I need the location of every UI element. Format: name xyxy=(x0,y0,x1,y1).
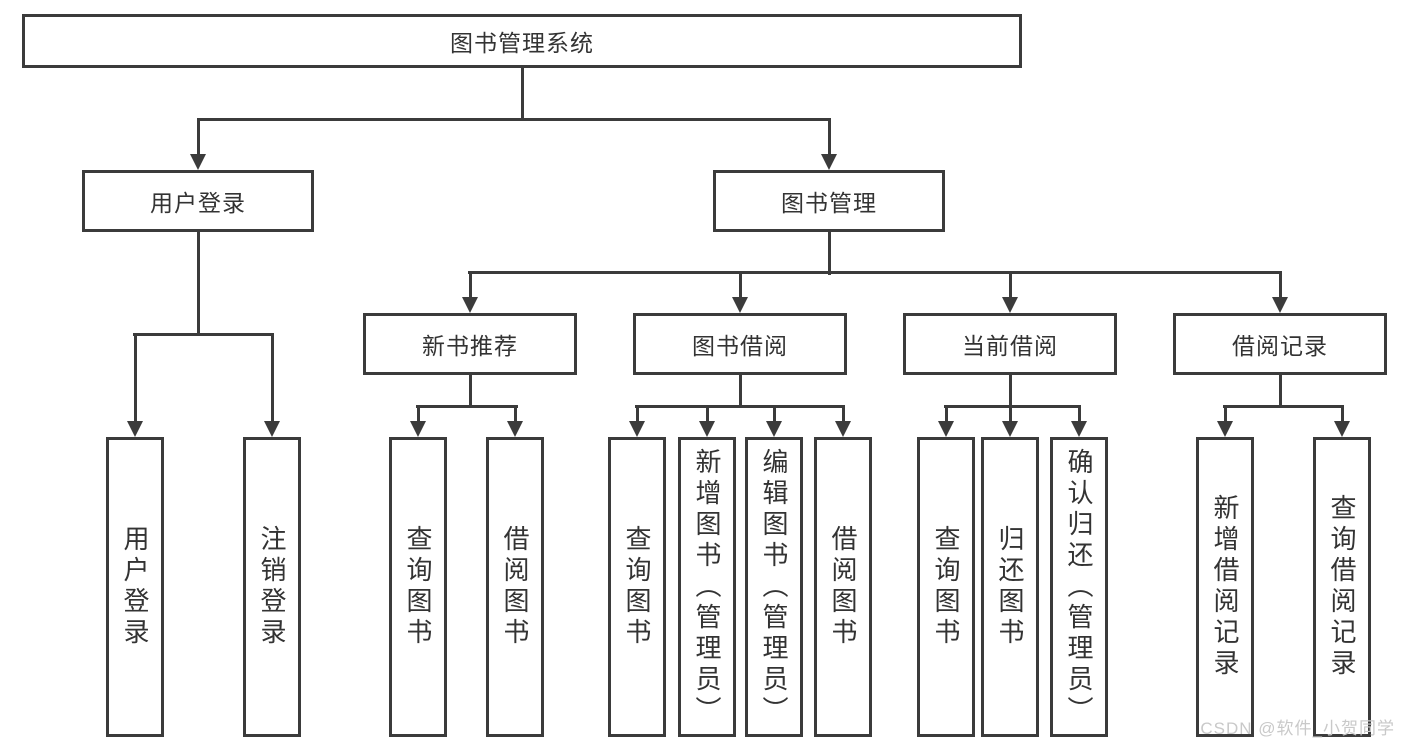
connector-borrow-records-bar xyxy=(1223,405,1344,408)
node-borrow-records: 借阅记录 xyxy=(1173,313,1387,375)
connector-user-login-drop-2 xyxy=(271,333,274,423)
leaf-logout-label: 注销登录 xyxy=(257,525,287,649)
leaf-bb-borrow-books-label: 借阅图书 xyxy=(828,525,858,649)
connector-root-drop-book-mgmt xyxy=(828,118,831,156)
node-book-borrow-label: 图书借阅 xyxy=(692,333,788,359)
leaf-user-login: 用户登录 xyxy=(106,437,164,737)
connector-user-login-drop-1 xyxy=(134,333,137,423)
connector-book-borrow-bar xyxy=(635,405,845,408)
connector-new-book-rec-drop-2 xyxy=(514,405,517,423)
leaf-logout: 注销登录 xyxy=(243,437,301,737)
leaf-cb-confirm-return: 确认归还（管理员） xyxy=(1050,437,1108,737)
arrow-down-icon xyxy=(1217,421,1233,437)
arrow-down-icon xyxy=(766,421,782,437)
connector-book-mgmt-drop-2 xyxy=(739,271,742,299)
connector-borrow-records-stem xyxy=(1279,374,1282,407)
leaf-br-add-record: 新增借阅记录 xyxy=(1196,437,1254,737)
arrow-down-icon xyxy=(1071,421,1087,437)
connector-new-book-rec-bar xyxy=(416,405,518,408)
arrow-down-icon xyxy=(190,154,206,170)
connector-book-borrow-drop-1 xyxy=(636,405,639,423)
arrow-down-icon xyxy=(1002,297,1018,313)
arrow-down-icon xyxy=(1002,421,1018,437)
connector-user-login-bar xyxy=(133,333,274,336)
node-root: 图书管理系统 xyxy=(22,14,1022,68)
connector-book-mgmt-bar xyxy=(468,271,1281,274)
leaf-nbr-borrow-books: 借阅图书 xyxy=(486,437,544,737)
arrow-down-icon xyxy=(835,421,851,437)
leaf-bb-borrow-books: 借阅图书 xyxy=(814,437,872,737)
connector-root-bar xyxy=(197,118,831,121)
arrow-down-icon xyxy=(821,154,837,170)
connector-current-borrow-bar xyxy=(944,405,1081,408)
connector-book-mgmt-drop-1 xyxy=(469,271,472,299)
connector-book-mgmt-drop-3 xyxy=(1009,271,1012,299)
connector-current-borrow-drop-2 xyxy=(1009,405,1012,423)
leaf-cb-query-books-label: 查询图书 xyxy=(931,525,961,649)
leaf-cb-return-book-label: 归还图书 xyxy=(995,525,1025,649)
connector-book-borrow-drop-2 xyxy=(706,405,709,423)
node-book-mgmt: 图书管理 xyxy=(713,170,945,232)
node-current-borrow: 当前借阅 xyxy=(903,313,1117,375)
leaf-cb-query-books: 查询图书 xyxy=(917,437,975,737)
node-user-login: 用户登录 xyxy=(82,170,314,232)
leaf-nbr-query-books: 查询图书 xyxy=(389,437,447,737)
arrow-down-icon xyxy=(938,421,954,437)
connector-root-drop-user-login xyxy=(197,118,200,156)
arrow-down-icon xyxy=(629,421,645,437)
leaf-bb-edit-book: 编辑图书（管理员） xyxy=(745,437,803,737)
connector-new-book-rec-drop-1 xyxy=(417,405,420,423)
node-new-book-rec: 新书推荐 xyxy=(363,313,577,375)
connector-book-mgmt-stem xyxy=(828,230,831,275)
arrow-down-icon xyxy=(507,421,523,437)
arrow-down-icon xyxy=(410,421,426,437)
leaf-br-query-record-label: 查询借阅记录 xyxy=(1327,494,1357,680)
leaf-nbr-query-books-label: 查询图书 xyxy=(403,525,433,649)
node-current-borrow-label: 当前借阅 xyxy=(962,333,1058,359)
arrow-down-icon xyxy=(732,297,748,313)
node-user-login-label: 用户登录 xyxy=(150,190,246,216)
node-borrow-records-label: 借阅记录 xyxy=(1232,333,1328,359)
connector-borrow-records-drop-1 xyxy=(1224,405,1227,423)
leaf-bb-query-books-label: 查询图书 xyxy=(622,525,652,649)
leaf-br-query-record: 查询借阅记录 xyxy=(1313,437,1371,737)
connector-book-borrow-drop-3 xyxy=(773,405,776,423)
node-root-label: 图书管理系统 xyxy=(450,30,594,56)
connector-current-borrow-drop-1 xyxy=(945,405,948,423)
arrow-down-icon xyxy=(127,421,143,437)
leaf-bb-add-book-label: 新增图书（管理员） xyxy=(692,447,722,727)
leaf-cb-confirm-return-label: 确认归还（管理员） xyxy=(1064,447,1094,727)
connector-current-borrow-drop-3 xyxy=(1078,405,1081,423)
arrow-down-icon xyxy=(264,421,280,437)
node-new-book-rec-label: 新书推荐 xyxy=(422,333,518,359)
connector-book-borrow-stem xyxy=(739,374,742,407)
leaf-bb-add-book: 新增图书（管理员） xyxy=(678,437,736,737)
leaf-nbr-borrow-books-label: 借阅图书 xyxy=(500,525,530,649)
leaf-bb-edit-book-label: 编辑图书（管理员） xyxy=(759,447,789,727)
arrow-down-icon xyxy=(1272,297,1288,313)
arrow-down-icon xyxy=(699,421,715,437)
connector-current-borrow-stem xyxy=(1009,374,1012,407)
connector-book-mgmt-drop-4 xyxy=(1279,271,1282,299)
leaf-cb-return-book: 归还图书 xyxy=(981,437,1039,737)
leaf-user-login-label: 用户登录 xyxy=(120,525,150,649)
connector-book-borrow-drop-4 xyxy=(842,405,845,423)
leaf-bb-query-books: 查询图书 xyxy=(608,437,666,737)
leaf-br-add-record-label: 新增借阅记录 xyxy=(1210,494,1240,680)
connector-new-book-rec-stem xyxy=(469,374,472,407)
csdn-watermark: CSDN @软件_小贺同学 xyxy=(1200,719,1395,738)
connector-borrow-records-drop-2 xyxy=(1341,405,1344,423)
arrow-down-icon xyxy=(1334,421,1350,437)
arrow-down-icon xyxy=(462,297,478,313)
connector-root-stem xyxy=(521,66,524,120)
connector-user-login-stem xyxy=(197,230,200,335)
node-book-borrow: 图书借阅 xyxy=(633,313,847,375)
node-book-mgmt-label: 图书管理 xyxy=(781,190,877,216)
